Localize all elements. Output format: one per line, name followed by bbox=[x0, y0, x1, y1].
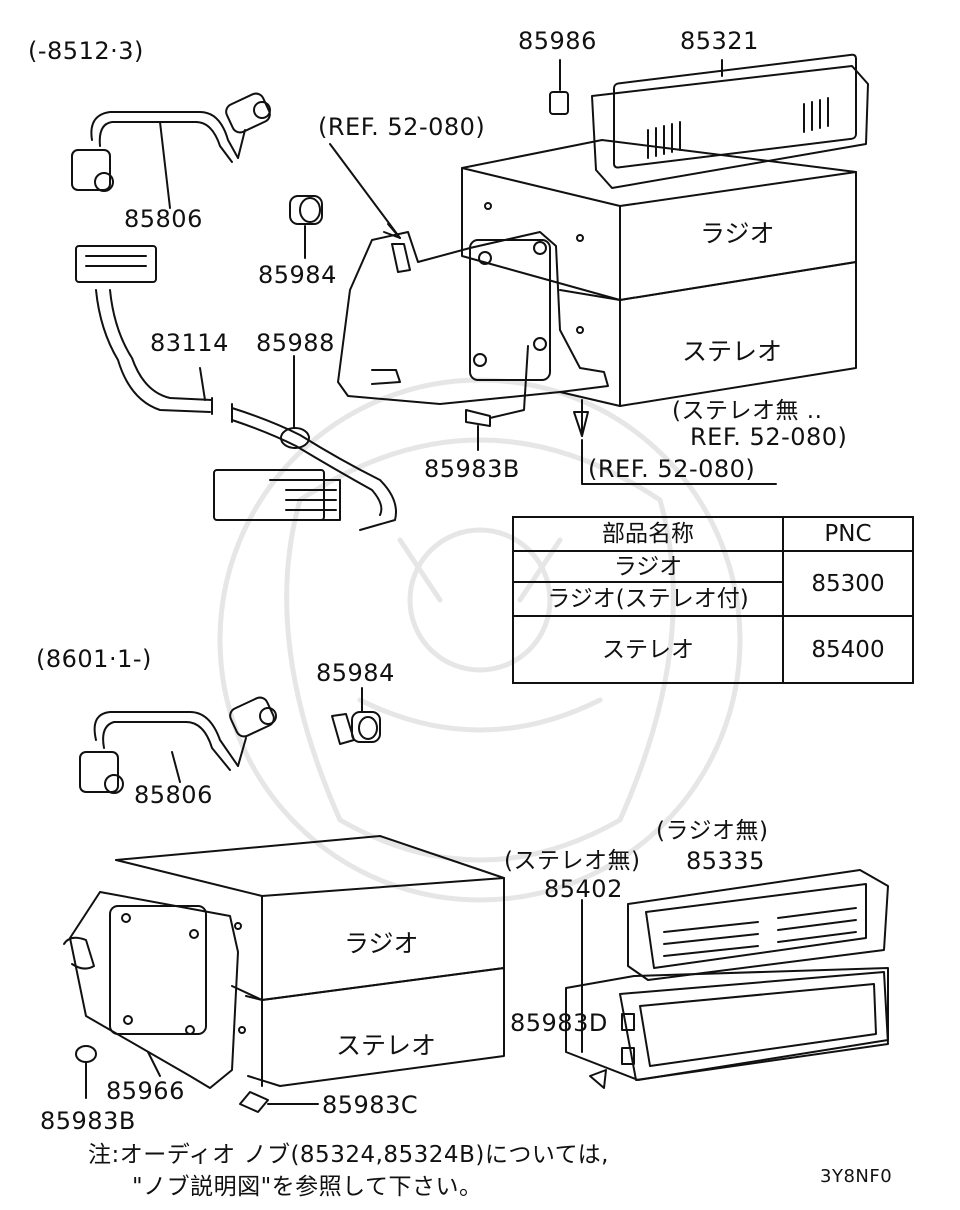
table-row-radio: ラジオ bbox=[512, 550, 784, 583]
part-83114-label: 83114 bbox=[150, 329, 229, 357]
stereo-box-top bbox=[559, 261, 857, 407]
part-85806-label-bottom: 85806 bbox=[134, 781, 213, 809]
stereo-none-label: (ステレオ無) bbox=[504, 848, 641, 874]
wiring-harness-83114 bbox=[75, 245, 397, 531]
ref-top-label: (REF. 52-080) bbox=[318, 113, 486, 141]
part-85986-label: 85986 bbox=[518, 27, 597, 55]
note-line2: "ノブ説明図"を参照して下さい。 bbox=[132, 1174, 483, 1200]
radio-box-bottom bbox=[115, 835, 505, 1001]
bracket-85966-bottom bbox=[63, 891, 239, 1089]
part-85335-label: 85335 bbox=[686, 847, 765, 875]
antenna-cable-85806-top bbox=[71, 92, 271, 209]
part-85988-label: 85988 bbox=[256, 329, 335, 357]
part-85984-label-bottom: 85984 bbox=[316, 659, 395, 687]
grommet-85984-top bbox=[289, 195, 323, 259]
table-pnc-85300: 85300 bbox=[782, 550, 914, 618]
variant-late-label: (8601·1-) bbox=[36, 645, 152, 673]
part-85806-label-top: 85806 bbox=[124, 205, 203, 233]
box-label-radio-top: ラジオ bbox=[700, 219, 775, 248]
screw-85983C bbox=[239, 1091, 319, 1113]
table-header-name: 部品名称 bbox=[512, 515, 784, 553]
pocket-85402 bbox=[565, 899, 889, 1089]
variant-early-label: (-8512·3) bbox=[28, 37, 144, 65]
part-85321-label: 85321 bbox=[680, 27, 759, 55]
part-85983B-label-bottom: 85983B bbox=[40, 1107, 136, 1135]
faceplate-85321 bbox=[549, 53, 869, 189]
mounting-bracket-top bbox=[329, 143, 609, 405]
table-header-pnc: PNC bbox=[782, 515, 914, 553]
ref-stereo-none-line1: (ステレオ無 .. bbox=[672, 398, 823, 424]
ref-stereo-none-line2: REF. 52-080) bbox=[690, 423, 848, 451]
pnc-table: 部品名称 PNC ラジオ 85300 ラジオ(ステレオ付) ステレオ 85400 bbox=[512, 515, 914, 684]
lid-85335 bbox=[627, 869, 889, 981]
note-line1: 注:オーディオ ノブ(85324,85324B)については, bbox=[88, 1142, 609, 1168]
table-row-radio-stereo: ラジオ(ステレオ付) bbox=[512, 580, 784, 618]
part-85983B-label-top: 85983B bbox=[424, 455, 520, 483]
ref-bottom-label: (REF. 52-080) bbox=[588, 455, 756, 483]
part-85402-label: 85402 bbox=[544, 875, 623, 903]
screw-85983B-bottom bbox=[75, 1045, 97, 1099]
part-85983D-label: 85983D bbox=[510, 1009, 608, 1037]
box-label-stereo-top: ステレオ bbox=[682, 337, 783, 366]
drawing-code: 3Y8NF0 bbox=[820, 1166, 893, 1187]
box-label-radio-bottom: ラジオ bbox=[344, 929, 419, 958]
radio-none-label: (ラジオ無) bbox=[656, 818, 769, 844]
antenna-cable-85806-bottom bbox=[79, 696, 277, 794]
part-85983C-label: 85983C bbox=[322, 1091, 419, 1119]
stereo-box-bottom bbox=[238, 967, 505, 1087]
table-row-stereo: ステレオ bbox=[512, 615, 784, 684]
part-85966-label: 85966 bbox=[106, 1077, 185, 1105]
part-85984-label-top: 85984 bbox=[258, 261, 337, 289]
screw-85983B-top bbox=[465, 345, 529, 451]
grommet-85984-bottom bbox=[331, 687, 381, 745]
radio-box-top bbox=[461, 139, 857, 301]
table-pnc-85400: 85400 bbox=[782, 615, 914, 684]
box-label-stereo-bottom: ステレオ bbox=[336, 1031, 437, 1060]
screw-bracket-ref bbox=[573, 399, 777, 485]
